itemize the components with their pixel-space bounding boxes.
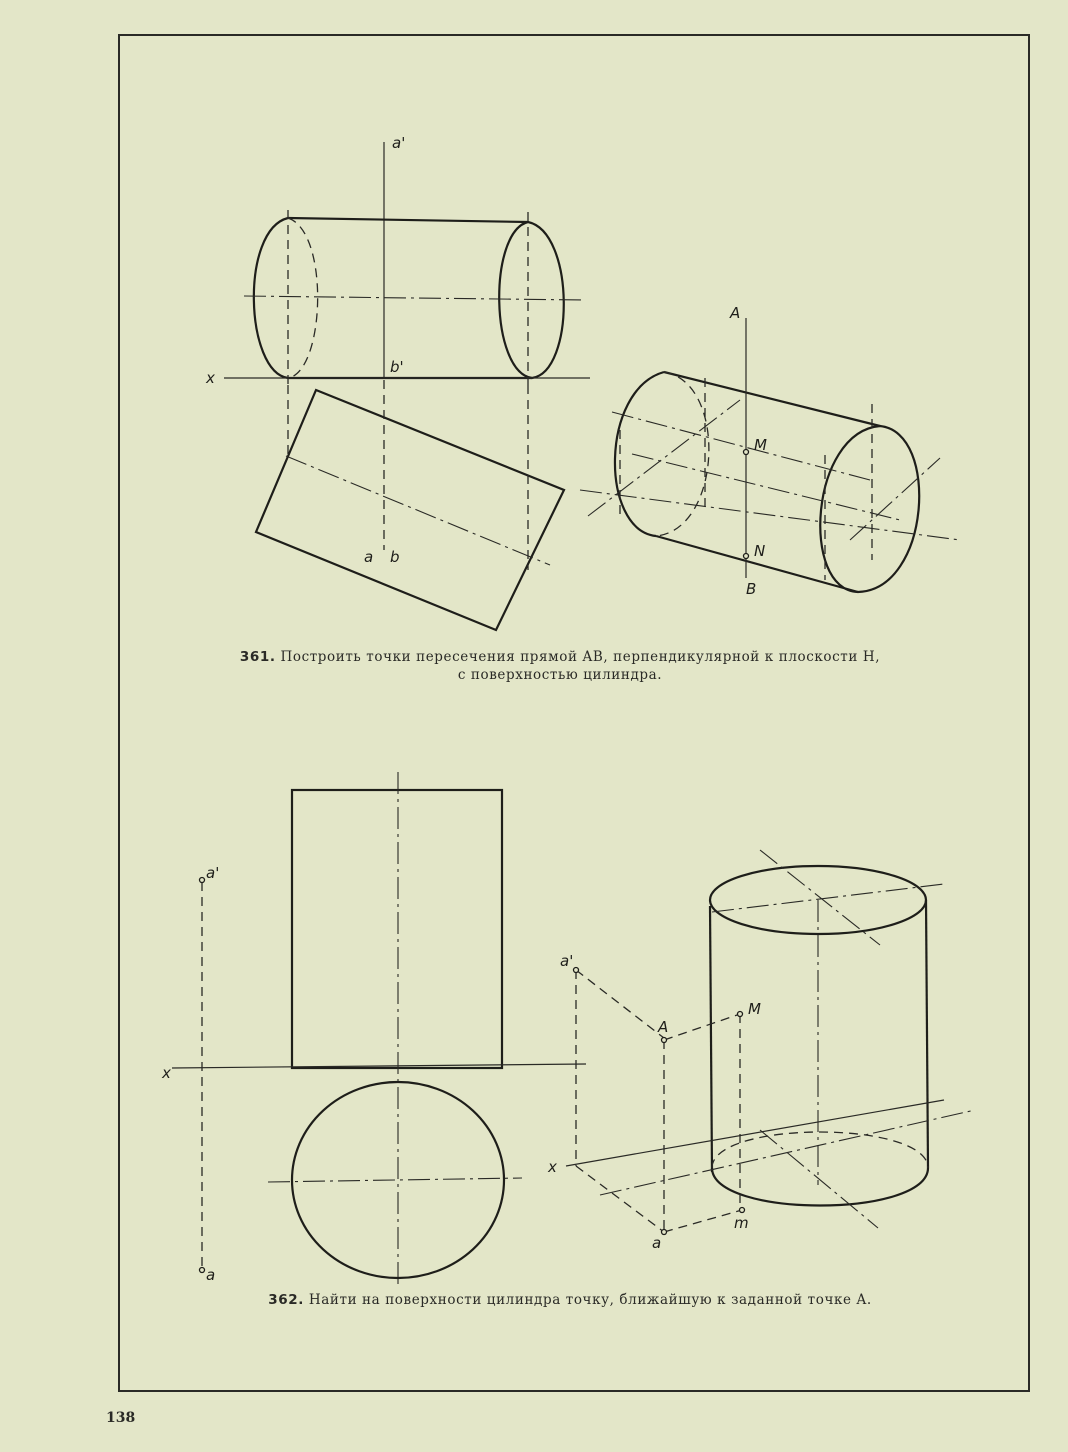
page-number: 138: [106, 1410, 136, 1426]
fig361-front-view: [224, 142, 590, 385]
label-A: A: [729, 304, 740, 322]
label-B: B: [746, 580, 756, 598]
page-frame: [118, 34, 1030, 1392]
fig361-caption: 361. Построить точки пересечения прямой …: [150, 648, 970, 684]
label-M: M: [754, 436, 767, 454]
label-a-left: a: [206, 1266, 215, 1284]
fig362-caption-text: Найти на поверхности цилиндра точку, бли…: [308, 1292, 872, 1308]
label-M-right: M: [748, 1000, 761, 1018]
label-m: m: [734, 1214, 749, 1232]
fig361-caption-line2: с поверхностью цилиндра.: [457, 667, 663, 683]
label-x-axis-left: x: [161, 1064, 171, 1082]
fig362-caption: 362. Найти на поверхности цилиндра точку…: [150, 1292, 990, 1308]
label-a-prime-left: a': [206, 864, 219, 882]
fig361-top-view: [254, 380, 566, 632]
label-a-prime-right: a': [560, 952, 573, 970]
fig362-number: 362.: [268, 1292, 304, 1308]
label-x-axis: x: [205, 369, 215, 387]
label-A-right: A: [657, 1018, 668, 1036]
fig362-projections: [171, 772, 587, 1286]
label-a: a: [364, 548, 373, 566]
label-b-prime: b': [390, 358, 404, 376]
label-b: b: [390, 548, 400, 566]
fig361-number: 361.: [239, 649, 276, 665]
label-a-prime: a': [392, 134, 405, 152]
label-x-axis-right: x: [547, 1158, 557, 1176]
fig361-axonometric: [579, 318, 961, 594]
fig361-caption-line1: Построить точки пересечения прямой AB, п…: [280, 649, 881, 665]
label-a-right: a: [652, 1234, 661, 1252]
label-N: N: [754, 542, 765, 560]
fig362-axonometric: [565, 849, 976, 1236]
